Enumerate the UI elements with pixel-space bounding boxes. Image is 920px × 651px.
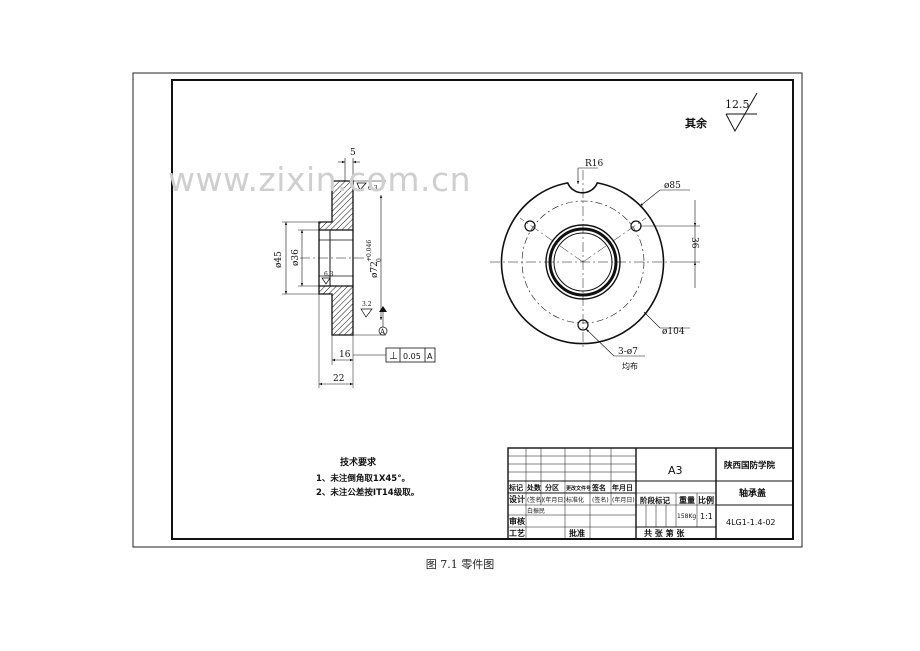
dim-d45: ø45 (274, 251, 284, 268)
tech-title: 技术要求 (340, 456, 377, 468)
tech-item-1: 1、未注倒角取1X45°。 (316, 473, 410, 484)
roughness-label: 其余 (685, 116, 708, 130)
row-approve: 批准 (569, 528, 585, 538)
hdr-zone: 分区 (545, 483, 559, 492)
rough-top-value: 6.3 (368, 185, 378, 192)
rough-face-value: 3.2 (362, 301, 372, 308)
hdr-mark: 标记 (508, 483, 523, 492)
front-view: R16 ø85 36 ø104 3-ø7 均布 (490, 159, 700, 371)
dim-d72: ø72 (370, 261, 380, 278)
gdt-symbol: ⊥ (389, 351, 398, 362)
dim-16: 16 (339, 350, 351, 360)
title-block: 标记 处数 分区 更改文件号 签名 年月日 设计 (签名) (年月日) 标准化 … (507, 447, 794, 540)
row-standard-sign: (签名) (592, 496, 609, 504)
school-name: 陕西国防学院 (724, 460, 776, 471)
dim-d36: ø36 (291, 249, 301, 266)
figure-caption: 图 7.1 零件图 (425, 558, 495, 571)
stage-mark: 阶段标记 (640, 495, 670, 505)
hdr-count: 处数 (526, 483, 542, 492)
bolt-hole (524, 220, 536, 232)
row-design-sign: (签名) (527, 496, 544, 504)
datum-triangle (379, 306, 387, 312)
tol-upper: +0.046 (366, 240, 373, 262)
dim-36: 36 (689, 237, 699, 249)
drawing-number: 4LG1-1.4-02 (726, 518, 776, 527)
row-standard-date: (年月日) (612, 496, 635, 504)
row-review: 审核 (509, 516, 525, 526)
datum-label: A (379, 328, 386, 336)
datum-circle (378, 326, 388, 336)
row-design-date: (年月日) (543, 496, 566, 504)
rough-bore-icon (321, 277, 331, 285)
rough-bore-value: 6.3 (324, 271, 334, 278)
dim-holes: 3-ø7 (618, 347, 638, 357)
inner-frame (171, 79, 794, 540)
dim-r16: R16 (585, 159, 604, 169)
scale-value: 1:1 (700, 512, 713, 521)
rough-top-icon (356, 182, 367, 191)
hdr-sign: 签名 (591, 483, 606, 492)
row-design: 设计 (509, 494, 525, 504)
flange-outline (500, 181, 665, 345)
row-standard: 标准化 (566, 496, 584, 504)
rough-face-icon (360, 308, 373, 318)
weight-value: 158Kg (677, 513, 696, 520)
sheets: 共 张 第 张 (644, 528, 685, 538)
gdt-datum: A (427, 352, 433, 361)
watermark: www.zixin.com.cn (168, 160, 472, 199)
gdt-frame (385, 347, 436, 363)
general-roughness: 其余 12.5 (685, 92, 758, 133)
row-process: 工艺 (509, 528, 525, 538)
roughness-icon (725, 92, 758, 133)
sheet-size: A3 (668, 464, 683, 477)
dim-d85: ø85 (664, 181, 681, 191)
weight-label: 重量 (679, 495, 695, 505)
hdr-change: 更改文件号 (566, 485, 591, 492)
outer-frame (132, 72, 803, 548)
dim-22: 22 (333, 374, 344, 384)
tol-lower: 0 (376, 258, 383, 262)
designer-name: 白振民 (527, 507, 545, 515)
dim-d104: ø104 (662, 327, 685, 337)
side-view: 5 6.3 ø45 ø36 6.3 ø72 +0.046 0 3.2 A (274, 148, 436, 388)
roughness-value: 12.5 (725, 98, 750, 111)
hdr-date: 年月日 (612, 483, 633, 492)
tech-item-2: 2、未注公差按IT14级取。 (316, 487, 419, 498)
dim-5: 5 (350, 148, 356, 158)
tech-requirements: 技术要求 1、未注倒角取1X45°。 2、未注公差按IT14级取。 (316, 456, 419, 498)
part-name: 轴承盖 (739, 487, 766, 499)
holes-note: 均布 (622, 361, 638, 371)
gdt-value: 0.05 (403, 352, 421, 361)
section-bottom (318, 285, 354, 336)
scale-label: 比例 (698, 495, 714, 505)
